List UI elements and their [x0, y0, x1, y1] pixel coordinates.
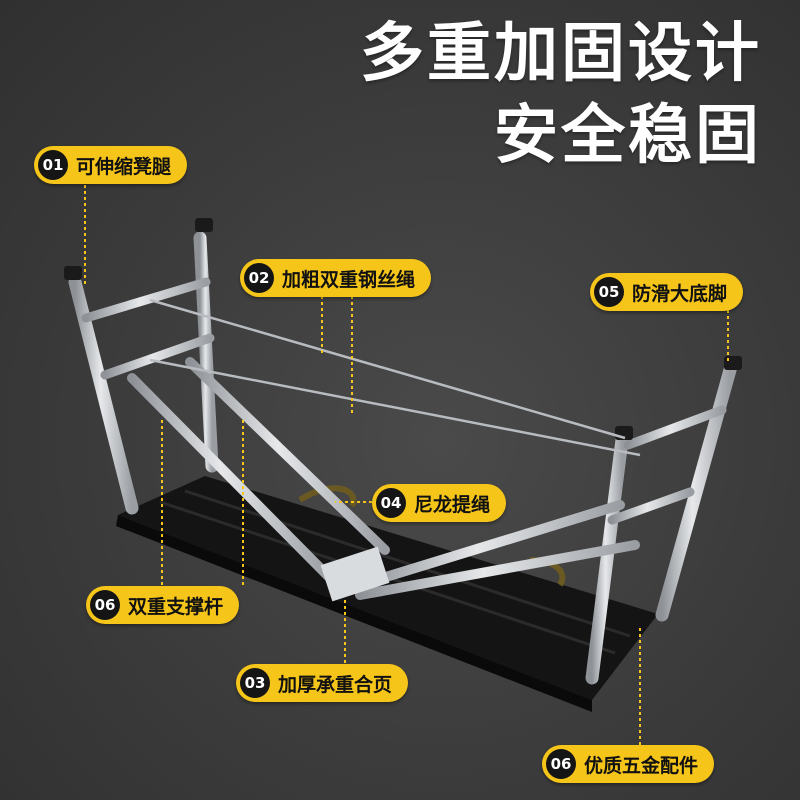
callout-label: 防滑大底脚 [632, 282, 728, 305]
steel-wire-ropes [149, 298, 641, 457]
callout-number-badge: 06 [546, 749, 576, 779]
callout-nylon-strap: 04 尼龙提绳 [372, 484, 507, 522]
callout-number-badge: 05 [594, 277, 624, 307]
callout-label: 加厚承重合页 [278, 673, 393, 696]
callout-label: 尼龙提绳 [414, 493, 491, 516]
headline-line-2: 安全稳固 [494, 99, 762, 173]
callout-quality-hardware: 06 优质五金配件 [542, 745, 715, 783]
callout-number-badge: 06 [90, 590, 120, 620]
callout-retractable-legs: 01 可伸缩凳腿 [34, 146, 188, 184]
callout-label: 可伸缩凳腿 [76, 155, 172, 178]
leader-lines [84, 185, 729, 745]
callout-double-support-bar: 06 双重支撑杆 [86, 586, 240, 624]
callout-anti-slip-feet: 05 防滑大底脚 [590, 273, 744, 311]
right-leg-frame [355, 363, 737, 685]
callout-thick-hinge: 03 加厚承重合页 [236, 664, 409, 702]
callout-number-badge: 03 [240, 668, 270, 698]
callout-number-badge: 02 [244, 263, 274, 293]
callout-label: 优质五金配件 [584, 754, 699, 777]
callout-number-badge: 01 [38, 150, 68, 180]
callout-label: 双重支撑杆 [128, 595, 224, 618]
headline-line-1: 多重加固设计 [360, 17, 762, 91]
callout-label: 加粗双重钢丝绳 [282, 268, 416, 291]
callout-steel-wire-rope: 02 加粗双重钢丝绳 [240, 259, 432, 297]
callout-number-badge: 04 [376, 488, 406, 518]
left-leg-frame [68, 231, 390, 583]
center-hinge [320, 546, 390, 602]
